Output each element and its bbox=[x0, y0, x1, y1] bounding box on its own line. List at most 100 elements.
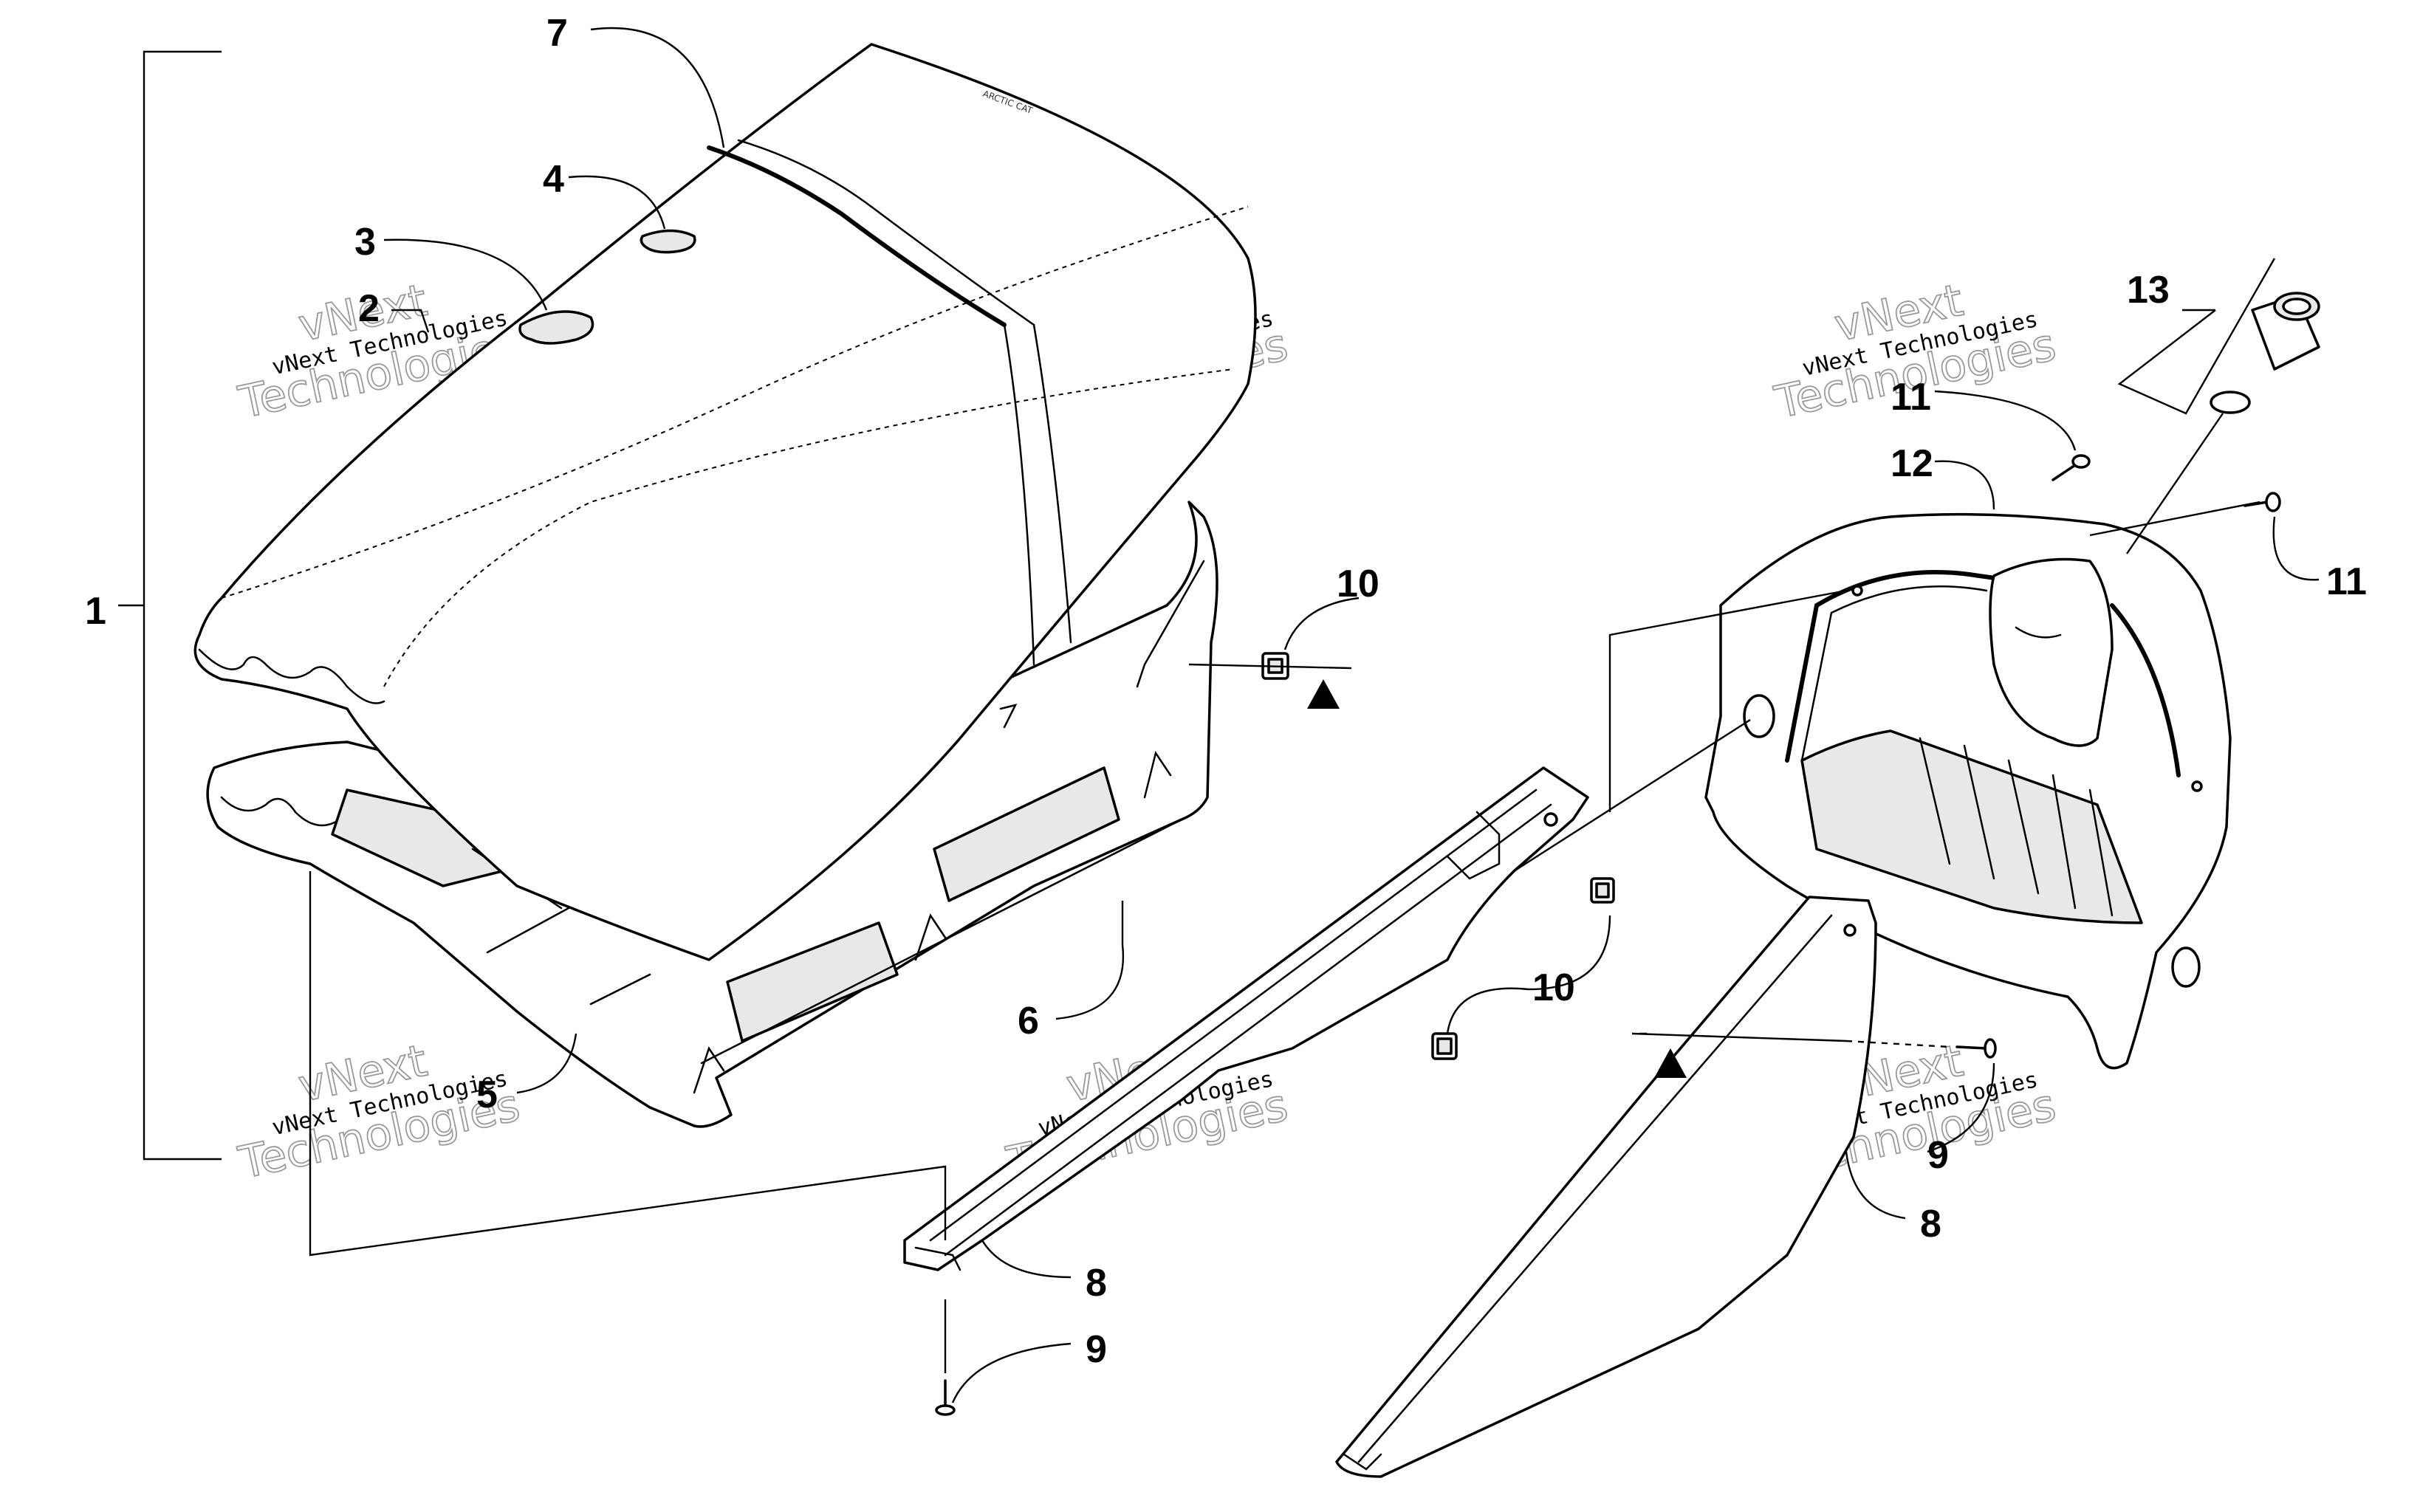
cargo-box-fin-4 bbox=[2051, 774, 2077, 910]
seat-base bbox=[206, 501, 1218, 1128]
screw-shaft bbox=[2244, 501, 2269, 507]
seat-base-mark bbox=[999, 704, 1018, 729]
seat-base-rib-4 bbox=[589, 973, 651, 1006]
direction-arrow-upper bbox=[1307, 679, 1340, 709]
seat-patch-4 bbox=[640, 229, 696, 254]
callout-9-lower: 9 bbox=[1086, 1328, 1107, 1371]
assembly-line-10-upper bbox=[1188, 663, 1352, 670]
callout-5: 5 bbox=[476, 1073, 498, 1116]
callout-3: 3 bbox=[354, 221, 376, 264]
cargo-box-mount-right bbox=[2171, 946, 2201, 988]
screw-shaft bbox=[1955, 1045, 1988, 1050]
clip-slot bbox=[1436, 1037, 1453, 1055]
callout-6: 6 bbox=[1018, 1000, 1039, 1042]
seat-strap-right bbox=[1032, 323, 1072, 644]
screw-head bbox=[935, 1404, 956, 1416]
seat-strap-left bbox=[1003, 323, 1035, 666]
screw-11-right bbox=[2244, 492, 2281, 512]
clip-10-lower bbox=[1431, 1032, 1458, 1060]
seat-base-vent-2 bbox=[933, 766, 1120, 902]
seat-strap-front-edge bbox=[707, 145, 1007, 327]
seat-base-tooth-2 bbox=[914, 913, 947, 961]
leader-9-right bbox=[1927, 1062, 1995, 1153]
trim-strip-right-outline bbox=[1335, 896, 1877, 1478]
seat-front-curl-1 bbox=[198, 648, 267, 670]
assembly-line-8-right bbox=[1631, 1032, 1847, 1042]
leader-5 bbox=[516, 1033, 577, 1094]
callout-4: 4 bbox=[543, 158, 564, 201]
leader-6 bbox=[1055, 901, 1125, 1020]
assembly-line-seat-to-strip bbox=[309, 871, 947, 1257]
trim-strip-left-outline bbox=[903, 766, 1589, 1271]
callout-9-right: 9 bbox=[1927, 1134, 1949, 1177]
trim-strip-left-groove-1 bbox=[929, 788, 1538, 1242]
assembly-bracket bbox=[143, 50, 222, 1161]
leader-10-lower-b bbox=[1446, 987, 1529, 1034]
cargo-box-hole-right bbox=[2191, 780, 2203, 792]
screw-head bbox=[2071, 454, 2091, 469]
cargo-box-interior bbox=[1800, 729, 2143, 924]
seat-base-tooth-1 bbox=[693, 1046, 725, 1094]
trim-strip-right bbox=[1335, 896, 1877, 1478]
callout-10-upper: 10 bbox=[1337, 563, 1379, 605]
trim-strip-right-groove bbox=[1357, 914, 1833, 1463]
callout-7: 7 bbox=[546, 12, 568, 55]
assembly-line-box-mount bbox=[1513, 718, 1751, 873]
trim-strip-left bbox=[903, 766, 1589, 1271]
trim-strip-left-hole bbox=[1543, 812, 1558, 827]
cargo-box-hump bbox=[1989, 557, 2114, 747]
cargo-box-mount-left bbox=[1743, 694, 1775, 738]
screw-head bbox=[2265, 492, 2281, 512]
leader-12 bbox=[1934, 460, 1995, 510]
screw-9-lower bbox=[935, 1379, 956, 1416]
cargo-box-hump-slot bbox=[2015, 626, 2062, 639]
callout-11-left: 11 bbox=[1891, 376, 1931, 419]
trim-strip-left-groove-2 bbox=[944, 803, 1552, 1257]
cargo-box-fin-3 bbox=[2007, 759, 2040, 895]
leader-10-upper bbox=[1283, 597, 1360, 650]
seat-base-side bbox=[1136, 560, 1205, 688]
seat-front-curl-3 bbox=[346, 685, 385, 704]
trim-strip-right-hole bbox=[1843, 924, 1857, 937]
clip-10-mid bbox=[1590, 877, 1615, 904]
leader-11-left bbox=[1934, 390, 2077, 451]
cargo-box-fin-2 bbox=[1963, 744, 1995, 880]
assembly-line-11 bbox=[2089, 501, 2260, 537]
seat-front-curl-2 bbox=[264, 663, 349, 688]
callout-8-right: 8 bbox=[1920, 1203, 1941, 1245]
cargo-box-fin-5 bbox=[2088, 788, 2114, 917]
cargo-box-rim-2 bbox=[1800, 585, 1988, 762]
leader-2 bbox=[391, 309, 430, 333]
seat-base-grip-1 bbox=[220, 796, 341, 827]
seat-base-rib-3 bbox=[486, 907, 570, 954]
bracket-13 bbox=[2117, 258, 2276, 415]
screw-9-right bbox=[1955, 1038, 1997, 1059]
screw-head bbox=[1984, 1038, 1997, 1059]
assembly-line-8-right-dashed bbox=[1845, 1040, 1950, 1048]
cargo-box-hole bbox=[1851, 585, 1863, 597]
seat-cushion: ARCTIC CAT bbox=[193, 43, 1257, 961]
leader-9-lower bbox=[951, 1342, 1072, 1403]
leader-7 bbox=[590, 27, 725, 148]
leader-11-right bbox=[2272, 516, 2320, 581]
screw-shaft bbox=[2051, 464, 2077, 481]
leader-10-lower bbox=[1528, 915, 1611, 991]
assembly-line-strip-to-box bbox=[1608, 589, 1847, 812]
direction-arrow-lower bbox=[1654, 1048, 1687, 1078]
seat-base-tooth-3 bbox=[1143, 750, 1172, 799]
seat-strap-back-edge bbox=[737, 139, 1035, 326]
cargo-box-rim-3 bbox=[2110, 603, 2181, 777]
trim-strip-left-bracket bbox=[1446, 811, 1501, 880]
leader-3 bbox=[383, 238, 548, 311]
callout-8-left: 8 bbox=[1086, 1262, 1107, 1305]
seat-base-rib-1 bbox=[700, 818, 1183, 1065]
callout-1: 1 bbox=[85, 590, 106, 633]
callout-10-lower: 10 bbox=[1532, 966, 1575, 1009]
power-outlet-13 bbox=[2210, 292, 2320, 414]
seat-cushion-outline bbox=[193, 43, 1257, 961]
assembly-line-13 bbox=[2126, 413, 2224, 554]
seat-base-vent-1 bbox=[726, 921, 899, 1042]
callout-2: 2 bbox=[358, 287, 380, 330]
leader-8-left bbox=[981, 1240, 1072, 1279]
